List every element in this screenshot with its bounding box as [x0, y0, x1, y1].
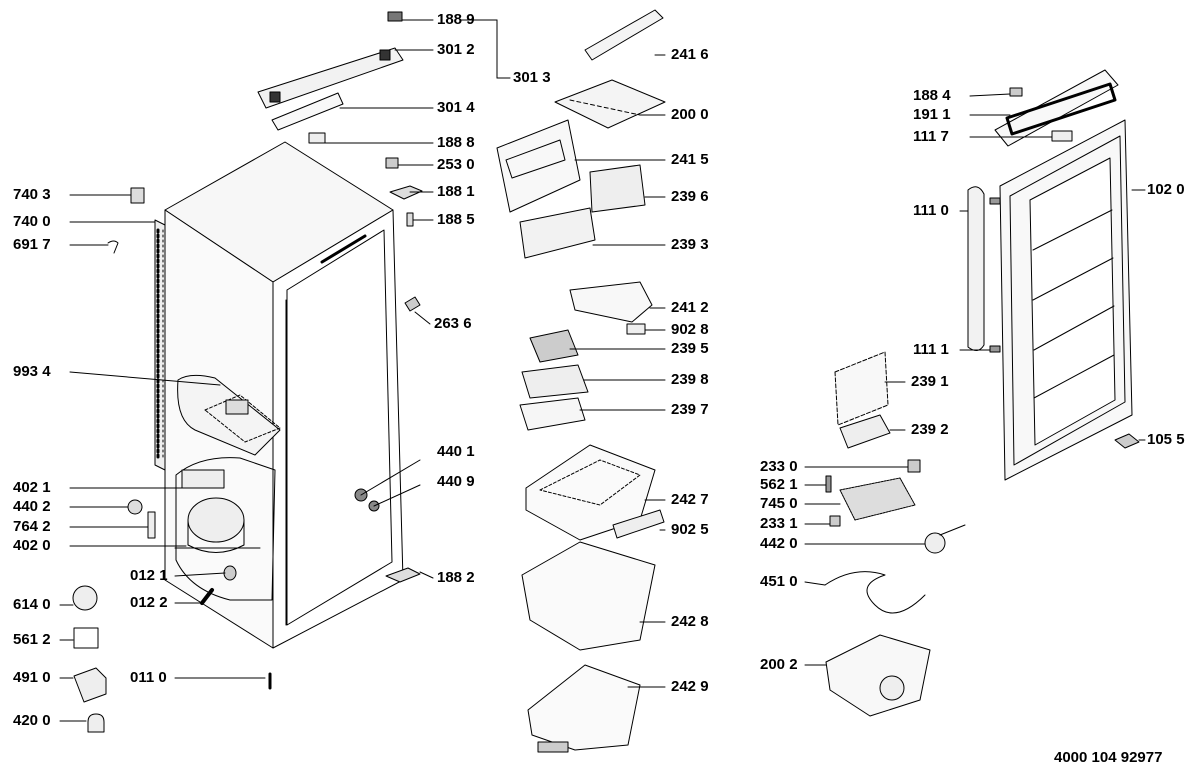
- part-label-4409[interactable]: 440 9: [437, 473, 475, 490]
- part-label-2412[interactable]: 241 2: [671, 299, 709, 316]
- part-label-5612[interactable]: 561 2: [13, 631, 51, 648]
- part-label-1911[interactable]: 191 1: [913, 106, 951, 123]
- part-label-4020[interactable]: 402 0: [13, 537, 51, 554]
- part-label-5621[interactable]: 562 1: [760, 476, 798, 493]
- part-label-2395[interactable]: 239 5: [671, 340, 709, 357]
- part-label-2396[interactable]: 239 6: [671, 188, 709, 205]
- part-label-2392[interactable]: 239 2: [911, 421, 949, 438]
- part-label-9028[interactable]: 902 8: [671, 321, 709, 338]
- part-label-1055[interactable]: 105 5: [1147, 431, 1185, 448]
- interior-parts: [496, 9, 666, 753]
- part-label-7642[interactable]: 764 2: [13, 518, 51, 535]
- part-label-2429[interactable]: 242 9: [671, 678, 709, 695]
- door-assembly: [967, 69, 1140, 481]
- part-label-1888[interactable]: 188 8: [437, 134, 475, 151]
- part-label-3013[interactable]: 301 3: [513, 69, 551, 86]
- document-number: 4000 104 92977: [1054, 749, 1163, 766]
- part-label-1889[interactable]: 188 9: [437, 11, 475, 28]
- part-label-2002[interactable]: 200 2: [760, 656, 798, 673]
- part-label-3012[interactable]: 301 2: [437, 41, 475, 58]
- part-label-7403[interactable]: 740 3: [13, 186, 51, 203]
- part-label-6917[interactable]: 691 7: [13, 236, 51, 253]
- part-label-2393[interactable]: 239 3: [671, 236, 709, 253]
- part-label-7450[interactable]: 745 0: [760, 495, 798, 512]
- part-label-9934[interactable]: 993 4: [13, 363, 51, 380]
- leader-lines: [59, 19, 1146, 722]
- part-label-1885[interactable]: 188 5: [437, 211, 475, 228]
- part-label-0121[interactable]: 012 1: [130, 567, 168, 584]
- part-label-4401[interactable]: 440 1: [437, 443, 475, 460]
- part-label-1111[interactable]: 111 1: [913, 341, 949, 358]
- part-label-4910[interactable]: 491 0: [13, 669, 51, 686]
- part-label-2416[interactable]: 241 6: [671, 46, 709, 63]
- rear-parts: [824, 351, 966, 717]
- part-label-0122[interactable]: 012 2: [130, 594, 168, 611]
- part-label-2398[interactable]: 239 8: [671, 371, 709, 388]
- small-cabinet-parts: [72, 157, 423, 733]
- part-label-1110[interactable]: 111 0: [913, 202, 949, 219]
- part-label-2330[interactable]: 233 0: [760, 458, 798, 475]
- compressor-zoom: [174, 457, 276, 601]
- part-label-2391[interactable]: 239 1: [911, 373, 949, 390]
- part-label-1882[interactable]: 188 2: [437, 569, 475, 586]
- part-label-6140[interactable]: 614 0: [13, 596, 51, 613]
- part-label-4402[interactable]: 440 2: [13, 498, 51, 515]
- part-label-2427[interactable]: 242 7: [671, 491, 709, 508]
- part-label-2428[interactable]: 242 8: [671, 613, 709, 630]
- part-label-2331[interactable]: 233 1: [760, 515, 798, 532]
- top-control-panel: [257, 11, 404, 144]
- part-label-0110[interactable]: 011 0: [130, 669, 167, 686]
- condenser-coil: [154, 219, 166, 471]
- evaporator-tray: [177, 374, 281, 456]
- part-label-2397[interactable]: 239 7: [671, 401, 709, 418]
- part-label-3014[interactable]: 301 4: [437, 99, 475, 116]
- part-label-1884[interactable]: 188 4: [913, 87, 951, 104]
- part-label-2000[interactable]: 200 0: [671, 106, 709, 123]
- part-label-7400[interactable]: 740 0: [13, 213, 51, 230]
- part-label-4420[interactable]: 442 0: [760, 535, 798, 552]
- part-label-9025[interactable]: 902 5: [671, 521, 709, 538]
- part-label-1881[interactable]: 188 1: [437, 183, 475, 200]
- part-label-4200[interactable]: 420 0: [13, 712, 51, 729]
- part-label-2636[interactable]: 263 6: [434, 315, 472, 332]
- part-label-4021[interactable]: 402 1: [13, 479, 51, 496]
- part-label-2530[interactable]: 253 0: [437, 156, 475, 173]
- part-label-2415[interactable]: 241 5: [671, 151, 709, 168]
- part-label-1117[interactable]: 111 7: [913, 128, 949, 145]
- part-label-1020[interactable]: 102 0: [1147, 181, 1185, 198]
- part-label-4510[interactable]: 451 0: [760, 573, 798, 590]
